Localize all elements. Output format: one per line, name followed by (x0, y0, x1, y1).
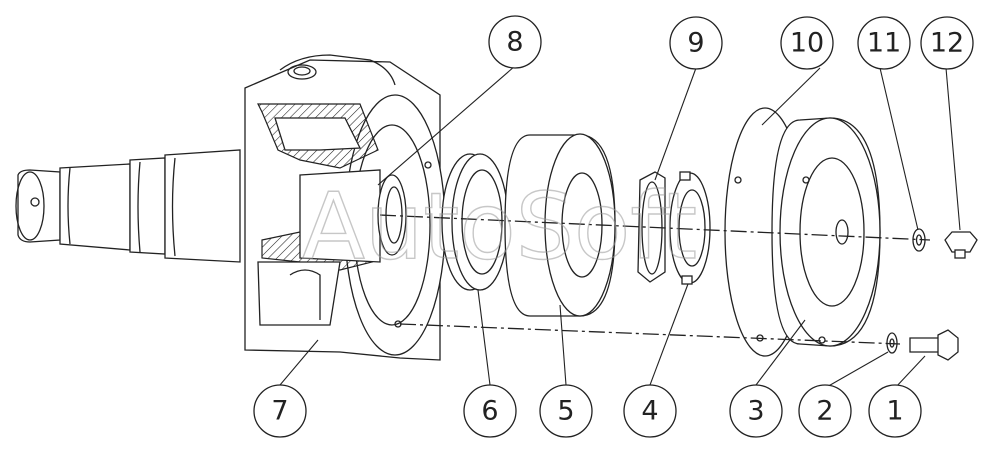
svg-text:1: 1 (886, 396, 903, 427)
svg-text:3: 3 (747, 396, 764, 427)
callout-5: 5 (539, 384, 593, 438)
callout-2: 2 (798, 384, 852, 438)
callout-11: 11 (857, 16, 911, 70)
callout-8: 8 (488, 15, 542, 69)
svg-text:6: 6 (481, 396, 498, 427)
svg-text:11: 11 (867, 28, 901, 59)
small-washer-and-plug (912, 228, 978, 259)
svg-text:4: 4 (641, 396, 658, 427)
spindle-shaft (15, 149, 241, 263)
callout-9: 9 (669, 16, 723, 70)
svg-text:10: 10 (790, 28, 824, 59)
callout-1: 1 (868, 384, 922, 438)
leader-lines (279, 65, 961, 389)
svg-text:5: 5 (557, 396, 574, 427)
svg-text:2: 2 (816, 396, 833, 427)
callout-12: 12 (920, 16, 974, 70)
washer-and-bolt (886, 329, 959, 361)
callout-10: 10 (780, 16, 834, 70)
bearing (504, 133, 616, 317)
svg-text:7: 7 (271, 396, 288, 427)
steering-knuckle (244, 54, 446, 361)
callout-7: 7 (253, 384, 307, 438)
assembly-axes (379, 214, 931, 345)
svg-text:9: 9 (687, 28, 704, 59)
svg-text:8: 8 (506, 27, 523, 58)
callout-3: 3 (729, 384, 783, 438)
svg-text:12: 12 (930, 28, 964, 59)
watermark-text: AutoSoft (302, 173, 697, 280)
callout-4: 4 (623, 384, 677, 438)
seal-ring (441, 153, 509, 291)
callout-6: 6 (463, 384, 517, 438)
hub-cover (724, 107, 881, 357)
